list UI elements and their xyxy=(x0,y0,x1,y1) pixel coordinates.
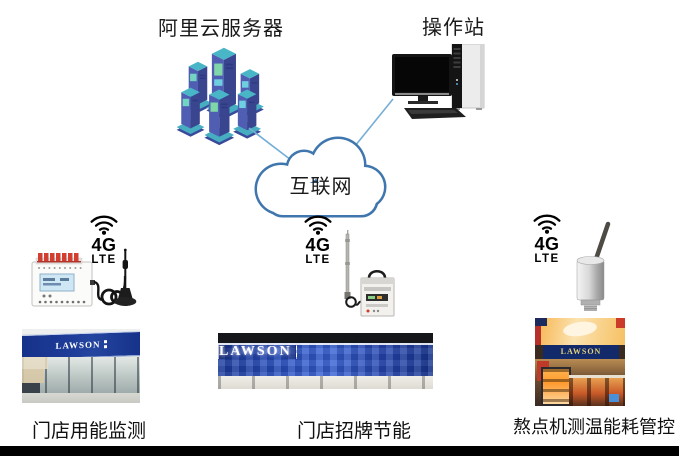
whip-antenna xyxy=(344,230,351,299)
hot-food-case xyxy=(541,367,571,406)
antenna-cable xyxy=(345,296,363,308)
food-counter xyxy=(569,375,625,406)
lte-label: LTE xyxy=(305,254,331,266)
4g-lte-badge: 4G LTE xyxy=(524,211,570,266)
signboard-center-panel: LAWSON xyxy=(218,344,298,359)
blue-price-tag xyxy=(609,394,619,402)
temp-sensor-device-icon xyxy=(576,221,611,311)
wifi-signal-icon xyxy=(533,214,561,234)
wifi-signal-icon xyxy=(304,215,332,235)
cable-loop xyxy=(367,269,387,279)
lawson-logo-text: LAWSON xyxy=(55,339,101,351)
bottom-black-bar xyxy=(0,446,679,456)
sensor-antenna xyxy=(592,221,611,265)
server-cluster-icon xyxy=(176,47,264,146)
4g-lte-badge: 4G LTE xyxy=(81,212,127,267)
wifi-signal-icon xyxy=(90,215,118,235)
interior-scene xyxy=(535,359,625,406)
caption-sign-energy: 门店招牌节能 xyxy=(296,421,411,442)
banner-red-corner xyxy=(616,318,625,328)
lawson-logo-mark xyxy=(103,340,107,344)
internet-cloud-label: 互联网 xyxy=(290,175,353,198)
store-interior-photo: LAWSON xyxy=(535,318,625,406)
internet-cloud: 互联网 xyxy=(254,136,387,218)
storefront-lawson-sign: LAWSON xyxy=(22,330,140,361)
lte-label: LTE xyxy=(534,253,560,265)
meter-lcd-display xyxy=(39,273,75,292)
lawson-logo-mark xyxy=(295,346,297,350)
ceiling-corner xyxy=(535,318,547,326)
4g-lte-badge: 4G LTE xyxy=(295,212,341,267)
cloud-server-label: 阿里云服务器 xyxy=(158,18,284,40)
lte-label: LTE xyxy=(91,254,117,266)
4g-label: 4G xyxy=(534,234,560,254)
window-shelf xyxy=(22,357,48,369)
window-shelf xyxy=(22,369,44,383)
caption-hotspot-temp: 熬点机测温能耗管控 xyxy=(513,417,675,437)
interior-lawson-sign: LAWSON xyxy=(543,345,619,359)
lawson-logo-text: LAWSON xyxy=(560,347,602,356)
storefront-photo: LAWSON xyxy=(22,329,140,403)
signboard-top-strip xyxy=(218,333,433,343)
storefront-pavement xyxy=(22,393,140,403)
workstation-icon xyxy=(392,44,485,119)
signboard-lower-strip xyxy=(218,376,433,389)
magnetic-antenna xyxy=(114,248,137,306)
cloud-fill xyxy=(257,139,384,215)
storefront-top-strip xyxy=(22,329,140,334)
workstation-label: 操作站 xyxy=(422,17,485,39)
4g-label: 4G xyxy=(91,235,117,255)
signboard-photo: LAWSON xyxy=(218,333,433,389)
lawson-logo-text: LAWSON xyxy=(219,344,292,359)
caption-store-energy: 门店用能监测 xyxy=(31,421,146,442)
signboard-blue-band: LAWSON xyxy=(218,343,433,380)
energy-meter-device-icon xyxy=(31,248,137,307)
signal-module-device-icon xyxy=(344,230,395,317)
4g-label: 4G xyxy=(305,235,331,255)
red-terminal-blocks xyxy=(38,253,79,261)
storefront-windows xyxy=(22,357,140,403)
banner-red-edge xyxy=(535,318,541,345)
